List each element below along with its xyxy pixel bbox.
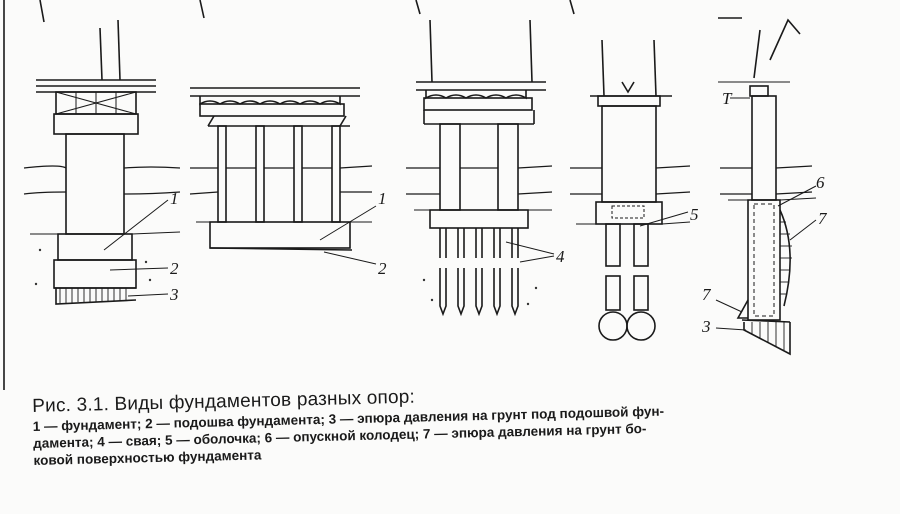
label-e-3: 3 [701,317,711,336]
label-d-5: 5 [690,205,699,224]
label-a-1: 1 [170,189,179,208]
support-d-shell-foundation: 5 [569,0,699,341]
label-e-6: 6 [816,173,825,192]
label-b-1: 1 [378,189,387,208]
label-a-3: 3 [169,285,179,304]
foundation-types-figure: 1 2 3 1 2 [3,0,828,390]
support-e-caisson-foundation: T 6 7 7 3 [701,17,828,356]
label-a-2: 2 [170,259,179,278]
label-e-7-bottom: 7 [702,285,712,304]
svg-text:T: T [722,89,733,108]
support-b-frame-pier: 1 2 [189,0,387,278]
label-b-2: 2 [378,259,387,278]
label-c-4: 4 [556,247,565,266]
label-e-7-side: 7 [818,209,828,228]
support-c-pile-foundation: 4 [406,0,565,317]
support-a-massive-pier: 1 2 3 [23,0,181,305]
